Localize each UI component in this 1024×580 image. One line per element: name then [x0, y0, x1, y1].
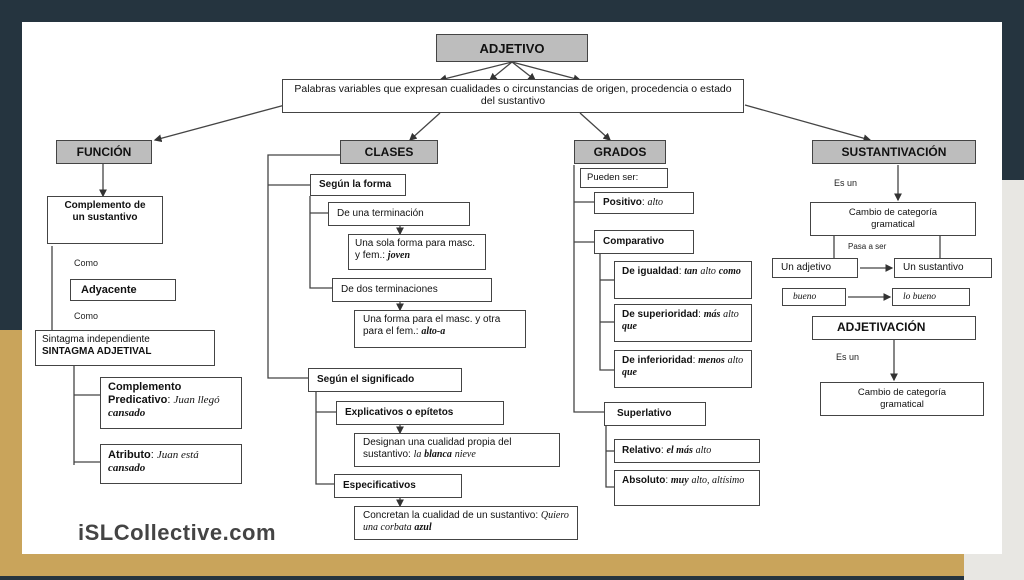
- adjetivacion-box: ADJETIVACIÓN: [812, 316, 976, 340]
- concretan-text: Concretan la cualidad de un sustantivo:: [363, 510, 539, 521]
- designan-example-word: blanca: [424, 449, 452, 460]
- concretan-example-word: azul: [414, 522, 432, 533]
- cambio-categoria-box-2: Cambio de categoría gramatical: [820, 382, 984, 416]
- un-adjetivo-box: Un adjetivo: [772, 258, 858, 278]
- superioridad-label: De superioridad: [622, 309, 699, 320]
- positivo-example: alto: [647, 197, 664, 208]
- header-clases: CLASES: [340, 140, 438, 164]
- igualdad-example-c: como: [718, 266, 741, 277]
- como-label-1: Como: [74, 258, 99, 268]
- igualdad-example-b: alto: [700, 266, 716, 277]
- dos-terminaciones-box: De dos terminaciones: [332, 278, 492, 302]
- un-sustantivo-box: Un sustantivo: [894, 258, 992, 278]
- atributo-label: Atributo: [108, 449, 151, 461]
- positivo-box: Positivo: alto: [594, 192, 694, 214]
- sintagma-line2: SINTAGMA ADJETIVAL: [42, 346, 152, 357]
- absoluto-label: Absoluto: [622, 475, 666, 486]
- segun-forma-box: Según la forma: [310, 174, 406, 196]
- watermark-text: iSLCollective.com: [78, 520, 277, 545]
- superlativo-box: Superlativo: [604, 402, 706, 426]
- absoluto-example-b: alto, altísimo: [691, 475, 745, 486]
- header-sustantivacion: SUSTANTIVACIÓN: [812, 140, 976, 164]
- como-label-2: Como: [74, 311, 99, 321]
- predicativo-example-word: cansado: [108, 407, 146, 419]
- sintagma-line1: Sintagma independiente: [42, 334, 150, 345]
- designan-text: Designan una cualidad propia del sustant…: [363, 437, 512, 460]
- relativo-example-a: el más: [666, 445, 693, 456]
- inferioridad-label: De inferioridad: [622, 355, 693, 366]
- relativo-box: Relativo: el más alto: [614, 439, 760, 463]
- una-sola-forma-box: Una sola forma para masc. y fem.: joven: [348, 234, 486, 270]
- superioridad-box: De superioridad: más alto que: [614, 304, 752, 342]
- es-un-label-1: Es un: [834, 178, 858, 188]
- una-forma-para-text: Una forma para el masc. y otra para el f…: [363, 314, 501, 337]
- header-grados: GRADOS: [574, 140, 666, 164]
- inferioridad-example-a: menos: [698, 355, 725, 366]
- superioridad-example-a: más: [703, 309, 721, 320]
- predicativo-box: Complemento Predicativo: Juan llegó cans…: [100, 377, 242, 429]
- una-sola-forma-text: Una sola forma para masc. y fem.:: [355, 238, 476, 261]
- pasa-a-ser-label: Pasa a ser: [848, 242, 887, 251]
- title-box: ADJETIVO: [436, 34, 588, 62]
- relativo-example-b: alto: [695, 445, 712, 456]
- es-un-label-2: Es un: [836, 352, 860, 362]
- designan-example-post: nieve: [454, 449, 476, 460]
- cambio-categoria-box-1: Cambio de categoría gramatical: [810, 202, 976, 236]
- designan-box: Designan una cualidad propia del sustant…: [354, 433, 560, 467]
- explicativos-box: Explicativos o epítetos: [336, 401, 504, 425]
- atributo-box: Atributo: Juan está cansado: [100, 444, 242, 484]
- bueno-box: bueno: [782, 288, 846, 306]
- superioridad-example-b: alto: [723, 309, 739, 320]
- igualdad-example-a: tan: [684, 266, 698, 277]
- una-forma-para-example: alto-a: [421, 326, 446, 337]
- pueden-ser-box: Pueden ser:: [580, 168, 668, 188]
- adyacente-box: Adyacente: [70, 279, 176, 301]
- absoluto-example-a: muy: [670, 475, 689, 486]
- complemento-box: Complemento de un sustantivo: [47, 196, 163, 244]
- inferioridad-example-c: que: [622, 367, 637, 378]
- una-terminacion-box: De una terminación: [328, 202, 470, 226]
- atributo-example: Juan está: [156, 449, 199, 461]
- definition-box: Palabras variables que expresan cualidad…: [282, 79, 744, 113]
- superioridad-example-c: que: [622, 321, 637, 332]
- header-funcion: FUNCIÓN: [56, 140, 152, 164]
- predicativo-label: Complemento Predicativo: [108, 381, 182, 406]
- inferioridad-example-b: alto: [727, 355, 744, 366]
- una-sola-forma-example: joven: [387, 250, 411, 261]
- lo-bueno-box: lo bueno: [892, 288, 970, 306]
- absoluto-box: Absoluto: muy alto, altísimo: [614, 470, 760, 506]
- una-forma-para-box: Una forma para el masc. y otra para el f…: [354, 310, 526, 348]
- concretan-example-pre: Quiero una corbata: [363, 510, 569, 533]
- predicativo-example: Juan llegó: [173, 394, 220, 406]
- especificativos-box: Especificativos: [334, 474, 462, 498]
- positivo-label: Positivo: [603, 197, 642, 208]
- designan-example-pre: la: [413, 449, 422, 460]
- igualdad-box: De igualdad: tan alto como: [614, 261, 752, 299]
- concretan-box: Concretan la cualidad de un sustantivo: …: [354, 506, 578, 540]
- relativo-label: Relativo: [622, 445, 661, 456]
- segun-significado-box: Según el significado: [308, 368, 462, 392]
- igualdad-label: De igualdad: [622, 266, 679, 277]
- comparativo-box: Comparativo: [594, 230, 694, 254]
- sintagma-box: Sintagma independiente SINTAGMA ADJETIVA…: [35, 330, 215, 366]
- atributo-example-word: cansado: [108, 462, 146, 474]
- inferioridad-box: De inferioridad: menos alto que: [614, 350, 752, 388]
